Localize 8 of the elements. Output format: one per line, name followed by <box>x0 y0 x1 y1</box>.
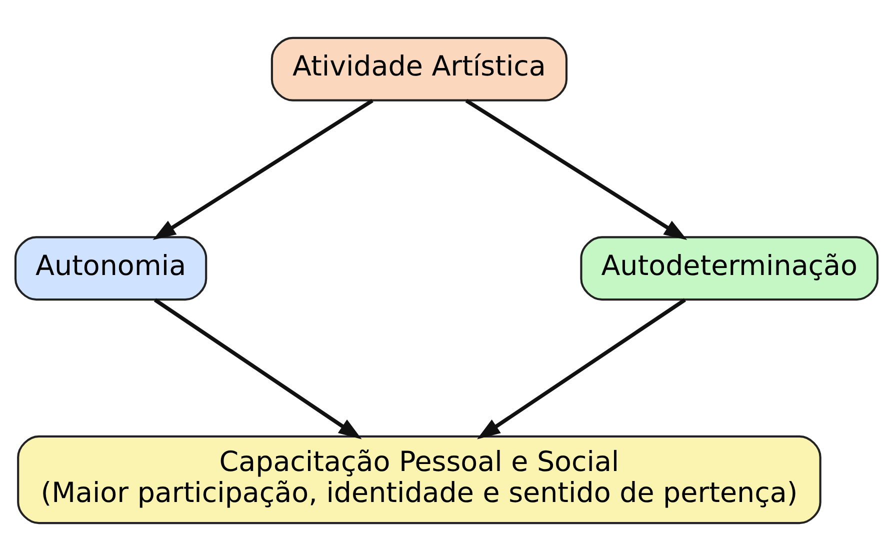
arrow <box>152 98 374 240</box>
node-box: Atividade Artística <box>270 36 568 101</box>
arrow <box>154 298 362 439</box>
node-box: Autodeterminação <box>580 236 879 300</box>
node-box: Capacitação Pessoal e Social (Maior participação, identidade e sentido de pertença) <box>17 434 822 524</box>
arrow <box>465 98 688 240</box>
node-box: Autonomia <box>14 236 208 300</box>
arrow <box>477 298 686 439</box>
